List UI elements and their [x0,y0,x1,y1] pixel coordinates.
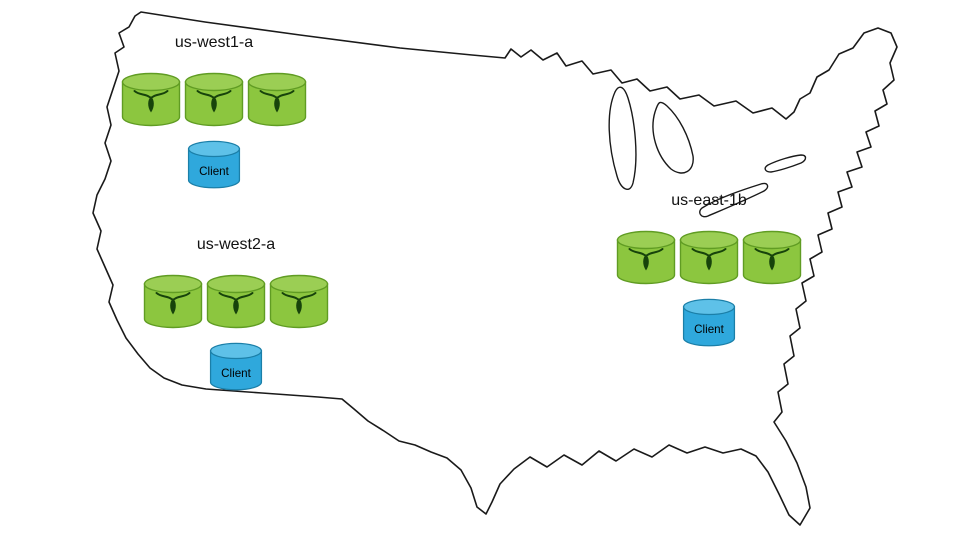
lake-michigan [608,86,637,190]
client-cylinder-icon: Client [682,298,736,347]
us-border-path [92,11,898,526]
client-label: Client [694,323,724,336]
client-cylinder-icon: Client [187,140,241,189]
region-label: us-west2-a [196,236,276,253]
cockroachdb-node-icon [206,274,266,329]
cockroachdb-node-icon [143,274,203,329]
node-row [616,230,802,286]
client-label: Client [199,165,229,178]
cockroachdb-node-icon [679,230,739,285]
cockroachdb-node-icon [184,72,244,127]
node-row [121,72,307,128]
region-us-west2-a: us-west2-a Client [143,236,329,392]
cockroachdb-node-icon [247,72,307,127]
region-label: us-east-1b [671,192,747,209]
lake-ontario [764,154,807,173]
region-us-west1-a: us-west1-a Client [121,34,307,190]
cockroachdb-node-icon [742,230,802,285]
client-cylinder-icon: Client [209,342,263,391]
cockroachdb-node-icon [269,274,329,329]
client-label: Client [221,367,251,380]
cockroachdb-node-icon [616,230,676,285]
region-label: us-west1-a [174,34,254,51]
cockroachdb-node-icon [121,72,181,127]
lake-huron [652,101,694,174]
region-us-east-1b: us-east-1b Client [616,192,802,348]
node-row [143,274,329,330]
lake-erie [699,182,769,218]
